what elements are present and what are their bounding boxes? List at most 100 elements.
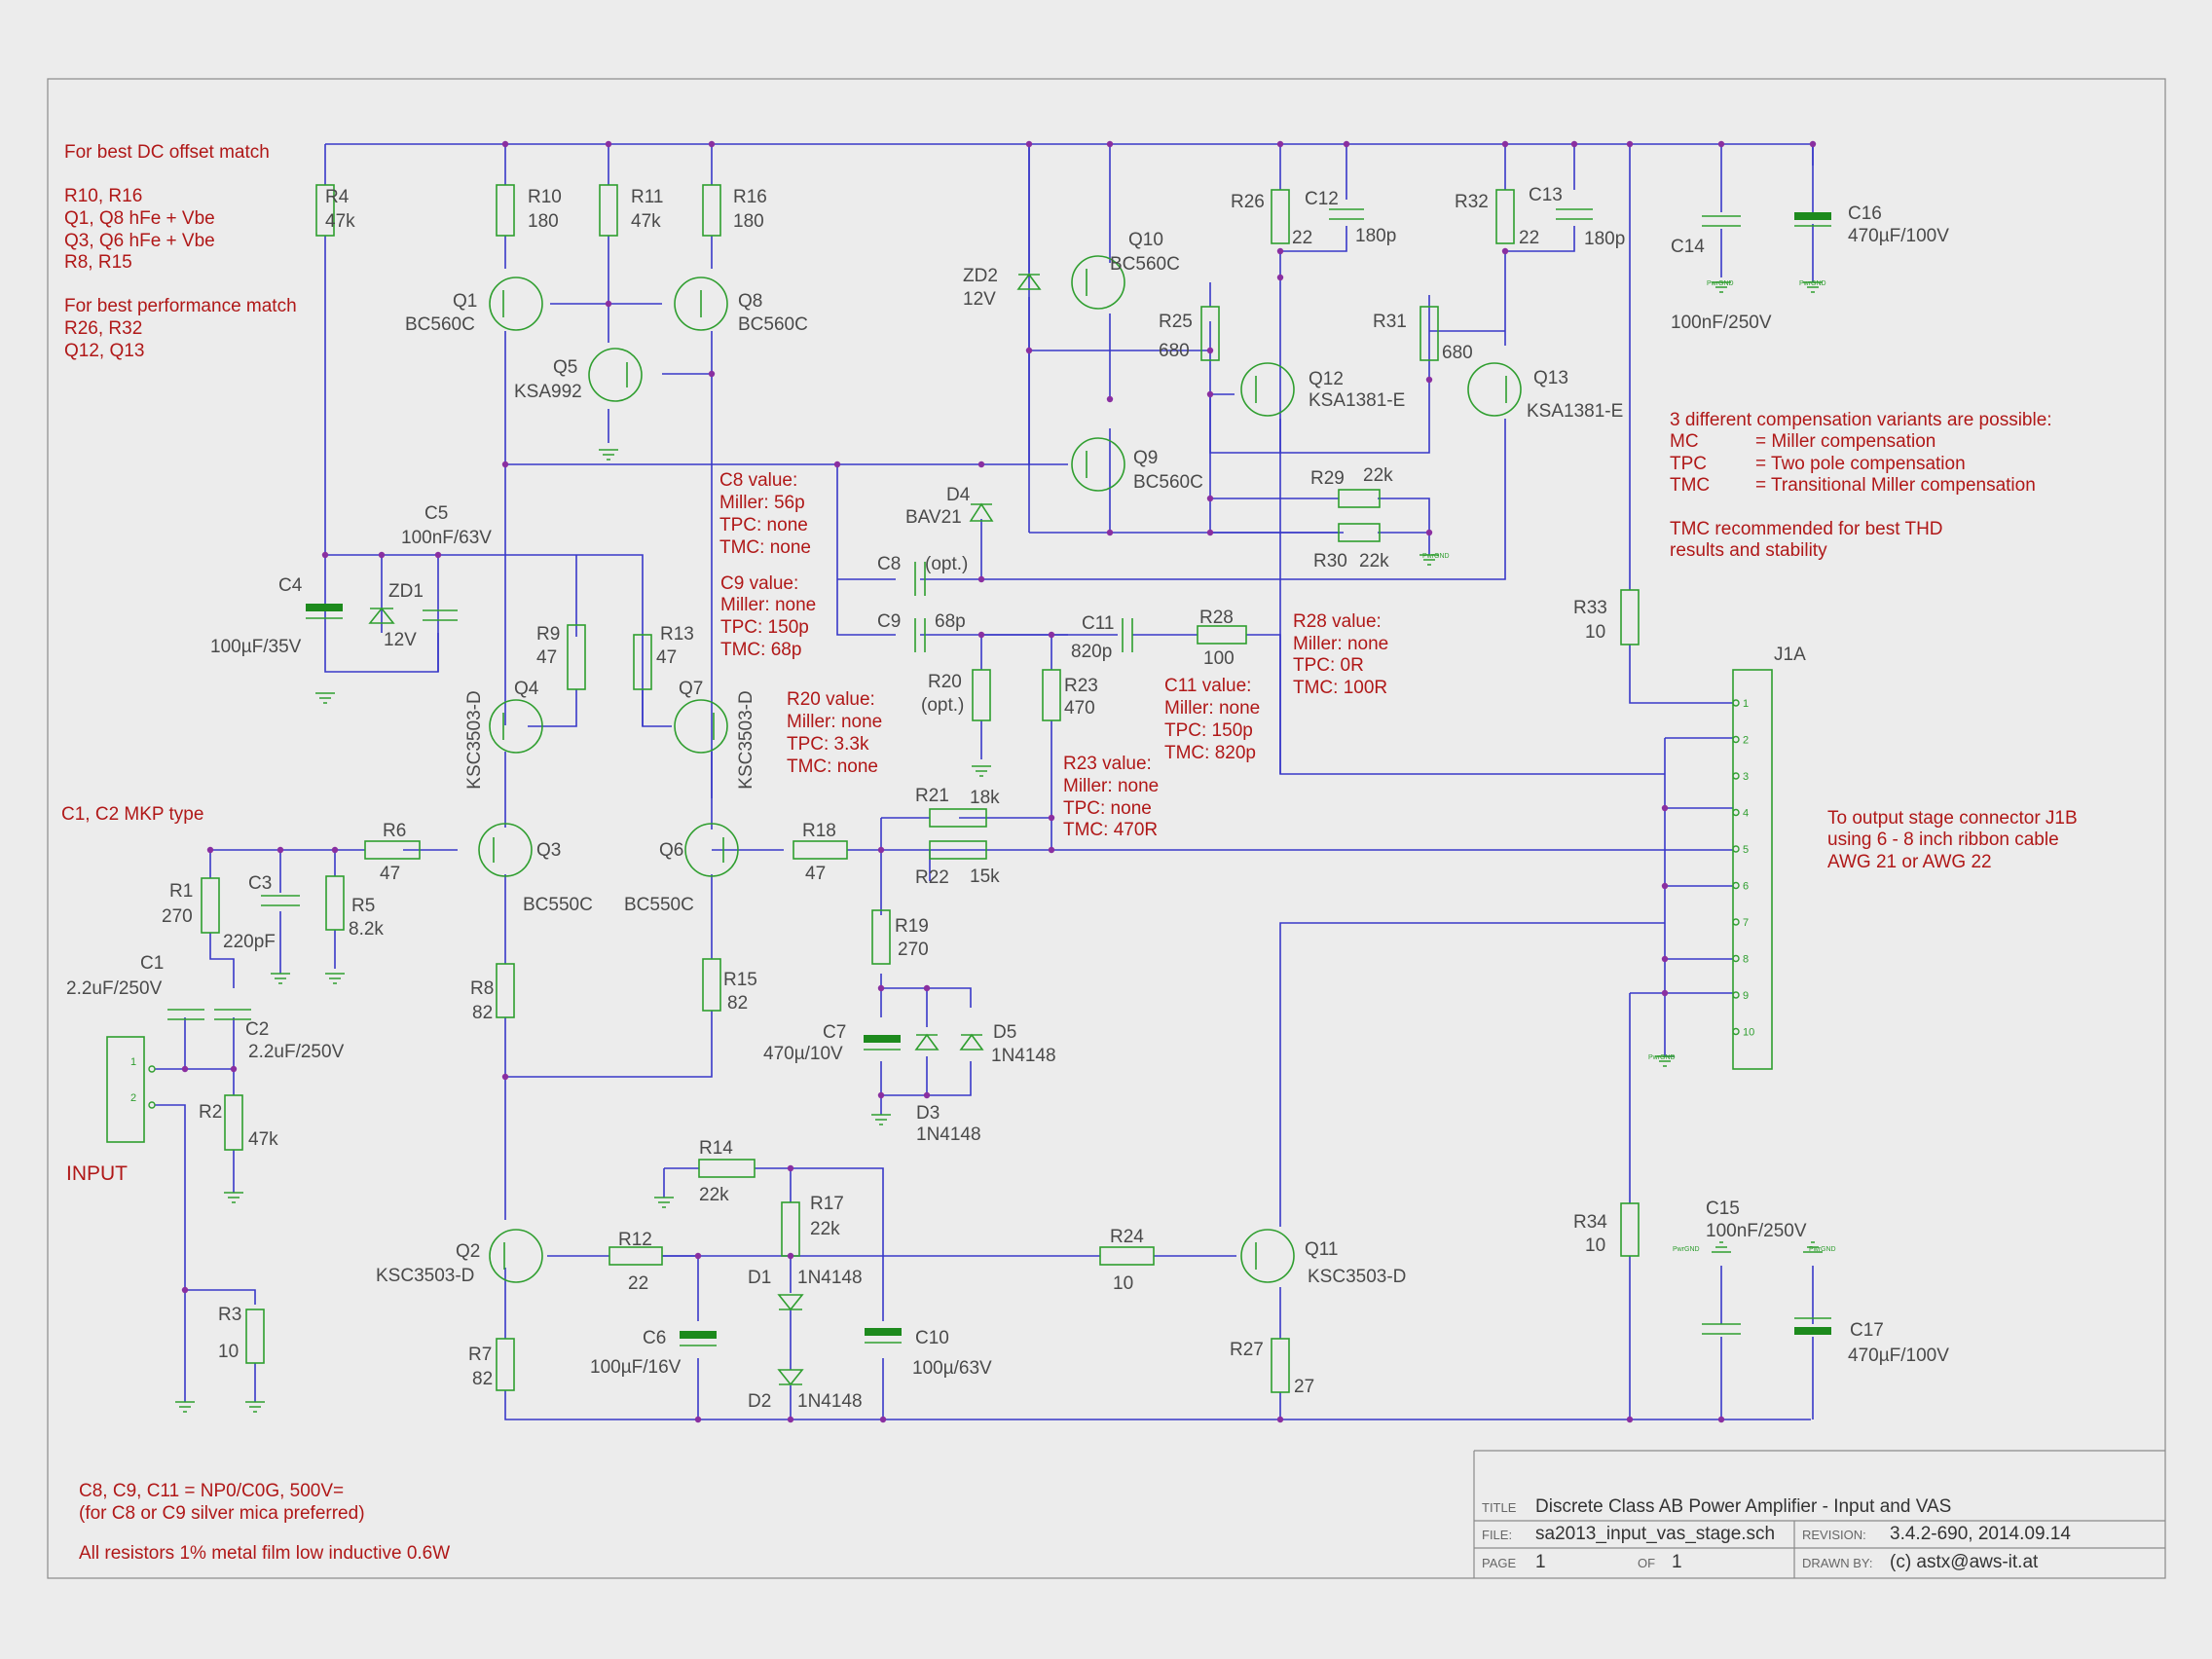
pin-number: 9 <box>1743 990 1749 1002</box>
component-label: C1 <box>140 953 164 974</box>
component-label: R15 <box>723 970 757 990</box>
component-label: 82 <box>727 993 748 1014</box>
svg-text:= Miller compensation: = Miller compensation <box>1755 431 1936 452</box>
pin-number: 2 <box>1743 735 1749 747</box>
pin-number: 1 <box>1743 698 1749 710</box>
component-label: R29 <box>1310 468 1345 489</box>
component-label: C4 <box>278 575 303 596</box>
component-label: 180 <box>528 211 559 232</box>
connector-pin <box>1732 954 1740 963</box>
component-label: Q12 <box>1309 369 1344 389</box>
component-label: 47k <box>325 211 355 232</box>
connector-pin <box>1732 699 1740 707</box>
component-label: 8.2k <box>349 919 384 940</box>
svg-text:REVISION:: REVISION: <box>1802 1528 1866 1542</box>
junction-dot <box>1425 376 1433 384</box>
junction-dot <box>877 984 885 992</box>
junction-dot <box>787 1252 794 1260</box>
component-label: R33 <box>1573 598 1607 618</box>
component-label: 27 <box>1294 1377 1314 1397</box>
pin-number: 10 <box>1743 1027 1754 1039</box>
component-label: R13 <box>660 624 694 645</box>
component-label: 2.2uF/250V <box>66 978 163 999</box>
junction-dot <box>923 984 931 992</box>
svg-text:OF: OF <box>1638 1556 1655 1570</box>
svg-text:(for C8 or C9 silver mica pref: (for C8 or C9 silver mica preferred) <box>79 1503 365 1524</box>
svg-text:DRAWN BY:: DRAWN BY: <box>1802 1556 1872 1570</box>
component-label: Q8 <box>738 291 762 312</box>
input-pin-numbers: 12 <box>130 1056 156 1109</box>
junction-dot <box>1206 529 1214 536</box>
component-label: C9 <box>877 611 901 632</box>
input-connector-pin <box>148 1065 156 1073</box>
component-label: 100 <box>1203 648 1235 669</box>
component-label: 22k <box>1363 465 1393 486</box>
junction-dot <box>1106 395 1114 403</box>
pwrgnd-label: PwrGND <box>1799 280 1826 287</box>
input-pin-number: 1 <box>130 1056 136 1068</box>
junction-dot <box>1501 247 1509 255</box>
component-label: 220pF <box>223 932 276 952</box>
junction-dot <box>787 1164 794 1172</box>
svg-text:using 6 - 8 inch ribbon cable: using 6 - 8 inch ribbon cable <box>1827 830 2059 850</box>
component-label: 100nF/250V <box>1706 1221 1807 1241</box>
component-label: C5 <box>424 503 448 524</box>
svg-text:Q12, Q13: Q12, Q13 <box>64 341 144 361</box>
junction-dot <box>1661 989 1669 997</box>
component-label: C10 <box>915 1328 949 1348</box>
connector-pin <box>1732 772 1740 780</box>
junction-dot <box>1343 140 1350 148</box>
component-label: R34 <box>1573 1212 1607 1233</box>
sheet-frame <box>47 78 2166 1579</box>
junction-dot <box>833 461 841 468</box>
component-label: Q13 <box>1533 368 1568 388</box>
junction-dot <box>694 1416 702 1423</box>
component-label: D1 <box>748 1268 771 1288</box>
junction-dot <box>206 846 214 854</box>
component-label: Q11 <box>1305 1239 1339 1260</box>
component-label: ZD2 <box>963 266 998 286</box>
svg-text:Miller: 56p: Miller: 56p <box>719 493 805 513</box>
svg-text:AWG 21 or AWG 22: AWG 21 or AWG 22 <box>1827 852 1992 872</box>
component-label: 270 <box>898 940 929 960</box>
junction-dot <box>708 140 716 148</box>
component-label: R9 <box>536 624 560 645</box>
junction-dot <box>977 461 985 468</box>
component-label: D5 <box>993 1022 1016 1043</box>
component-label: 680 <box>1442 343 1473 363</box>
component-label: Q10 <box>1128 230 1163 250</box>
junction-dot <box>1276 140 1284 148</box>
component-label: 47 <box>805 864 826 884</box>
junction-dot <box>1661 804 1669 812</box>
pwrgnd-label: PwrGND <box>1707 280 1734 287</box>
svg-text:For best performance match: For best performance match <box>64 296 297 316</box>
component-label: R16 <box>733 187 767 207</box>
component-label: (opt.) <box>921 695 964 716</box>
component-label: KSC3503-D <box>1308 1267 1406 1287</box>
connector-pin <box>1732 991 1740 999</box>
component-label: R10 <box>528 187 562 207</box>
junction-dot <box>1048 631 1055 639</box>
junction-dot <box>1276 247 1284 255</box>
component-label: 82 <box>472 1369 493 1389</box>
svg-text:C8, C9, C11 = NP0/C0G, 500V=: C8, C9, C11 = NP0/C0G, 500V= <box>79 1481 344 1501</box>
component-label: R18 <box>802 821 836 841</box>
junction-dot <box>877 1091 885 1099</box>
junction-dot <box>1276 274 1284 281</box>
pin-number: 5 <box>1743 844 1749 856</box>
component-label: C14 <box>1671 237 1705 257</box>
svg-text:R28 value:: R28 value: <box>1293 611 1382 632</box>
component-labels: R447kR10180R1147kR16180Q1BC560CQ8BC560CQ… <box>66 185 1949 1412</box>
component-label: C3 <box>248 873 272 894</box>
pin-number: 3 <box>1743 771 1749 783</box>
component-label: ZD1 <box>388 581 424 602</box>
component-label: 47 <box>656 647 677 668</box>
junction-dot <box>1626 140 1634 148</box>
svg-text:For best DC offset match: For best DC offset match <box>64 142 270 163</box>
component-label: 47k <box>248 1129 278 1150</box>
component-label: R4 <box>325 187 350 207</box>
component-label: 680 <box>1159 341 1190 361</box>
component-label: Q4 <box>514 679 539 699</box>
component-label: 10 <box>1113 1273 1133 1294</box>
